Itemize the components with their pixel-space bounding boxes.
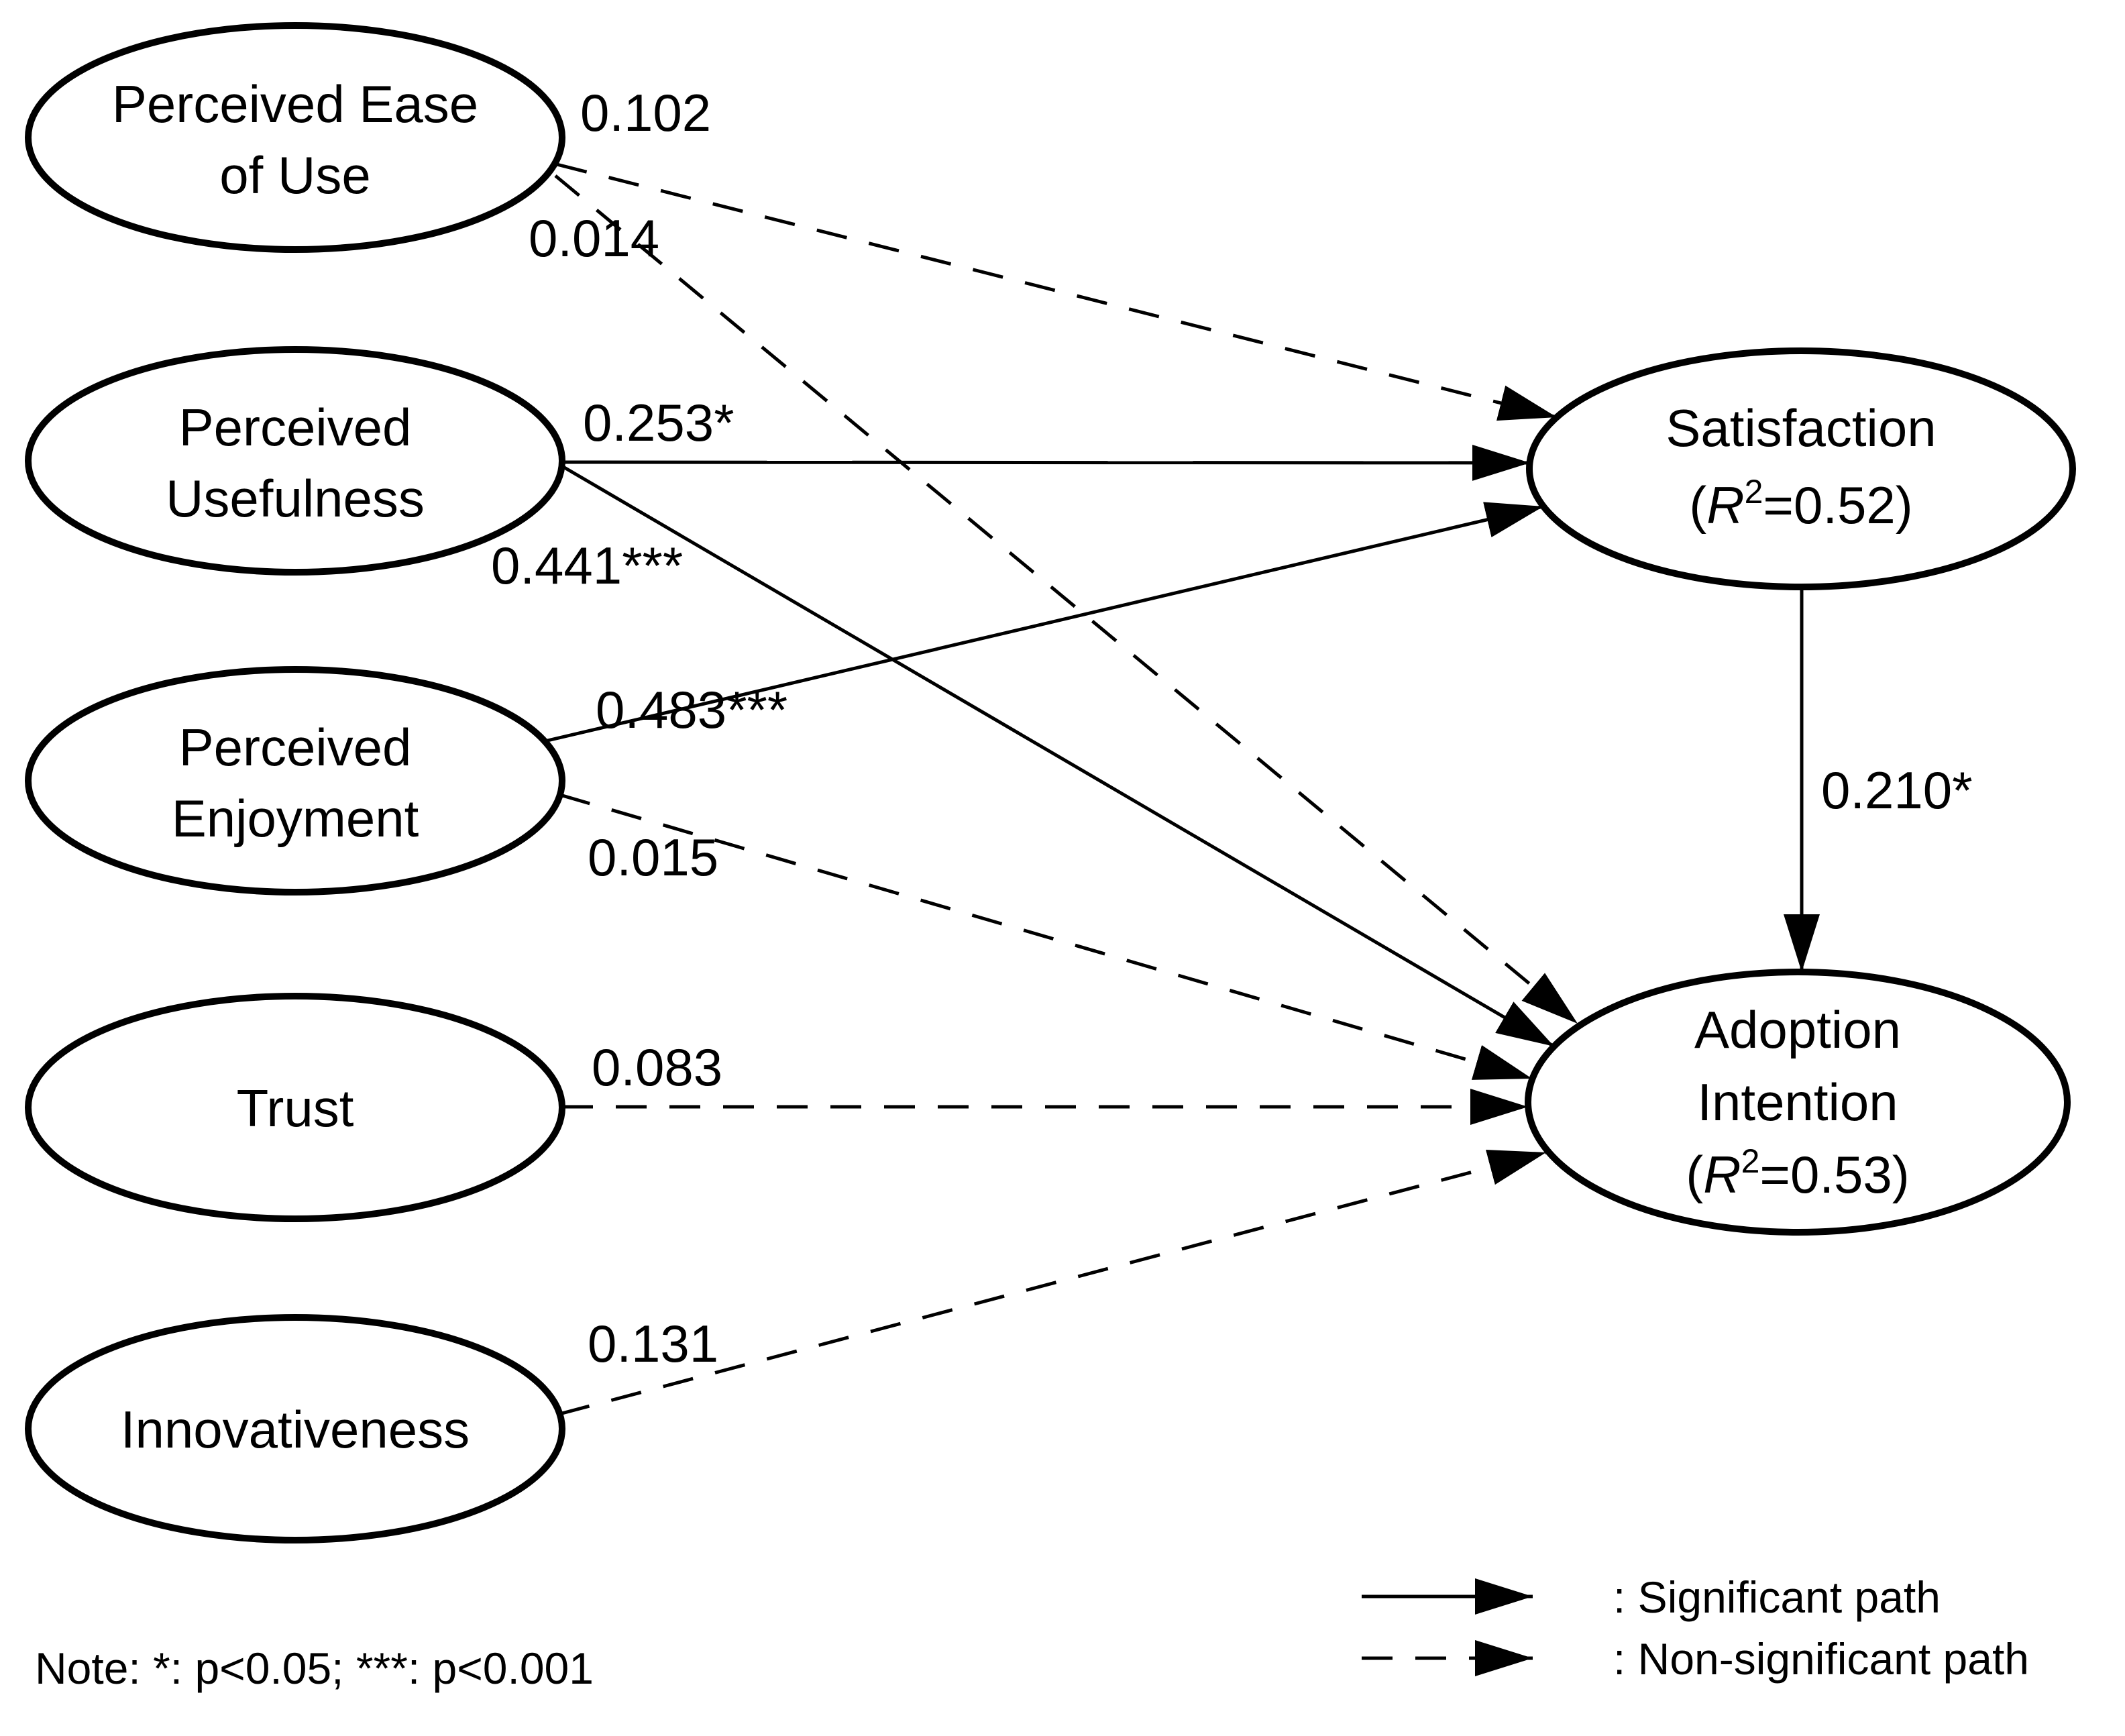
coef-peou-satisfaction: 0.102 — [580, 83, 711, 142]
node-perceived-ease-of-use: Perceived Ease of Use — [25, 22, 565, 253]
path-pu-to-satisfaction — [561, 444, 1531, 481]
adoption-intention-r2-label: (R2=0.53) — [1686, 1142, 1909, 1204]
perceived-ease-of-use-ellipse — [25, 22, 565, 253]
perceived-usefulness-ellipse — [25, 346, 565, 576]
adoption-intention-label-line1: Adoption — [1694, 1000, 1901, 1059]
node-satisfaction: Satisfaction (R2=0.52) — [1526, 347, 2076, 590]
path-peou-to-adoption-intention — [554, 174, 1579, 1025]
coef-satisfaction-adoption-intention: 0.210* — [1821, 761, 1973, 820]
coef-pe-satisfaction: 0.483*** — [596, 680, 787, 739]
perceived-usefulness-label-line1: Perceived — [179, 398, 412, 457]
significance-note: Note: *: p<0.05; ***: p<0.001 — [35, 1643, 594, 1693]
path-pu-to-adoption-intention — [561, 464, 1556, 1048]
perceived-ease-of-use-label-line2: of Use — [219, 146, 370, 205]
coef-innovativeness-adoption-intention: 0.131 — [588, 1314, 718, 1373]
legend-significant-label: : Significant path — [1613, 1572, 1941, 1622]
coef-trust-adoption-intention: 0.083 — [592, 1038, 722, 1097]
path-pe-to-satisfaction — [544, 502, 1544, 743]
path-pe-to-adoption-intention — [559, 793, 1533, 1081]
path-peou-to-satisfaction — [556, 162, 1558, 421]
path-innovativeness-to-adoption-intention — [559, 1149, 1547, 1416]
trust-ellipse — [25, 993, 565, 1222]
path-group — [544, 162, 1820, 1416]
innovativeness-ellipse — [25, 1314, 565, 1543]
node-innovativeness: Innovativeness — [25, 1314, 565, 1543]
node-trust: Trust — [25, 993, 565, 1222]
perceived-enjoyment-label-line2: Enjoyment — [172, 789, 419, 848]
coef-pe-adoption-intention: 0.015 — [588, 828, 718, 887]
coef-pu-adoption-intention: 0.441*** — [491, 536, 683, 595]
node-adoption-intention: Adoption Intention (R2=0.53) — [1525, 969, 2071, 1236]
satisfaction-ellipse — [1526, 347, 2076, 590]
satisfaction-r2-label: (R2=0.52) — [1689, 473, 1912, 535]
perceived-ease-of-use-label-line1: Perceived Ease — [112, 74, 478, 133]
coef-pu-satisfaction: 0.253* — [583, 393, 734, 452]
perceived-usefulness-label-line2: Usefulness — [166, 469, 425, 528]
adoption-intention-ellipse — [1525, 969, 2071, 1236]
legend-non-significant-label: : Non-significant path — [1613, 1634, 2029, 1684]
adoption-intention-label-line2: Intention — [1697, 1073, 1898, 1132]
satisfaction-label: Satisfaction — [1666, 398, 1936, 457]
perceived-enjoyment-ellipse — [25, 666, 565, 896]
perceived-enjoyment-label-line1: Perceived — [179, 718, 412, 777]
coefficient-labels: 0.102 0.014 0.253* 0.441*** 0.483*** 0.0… — [491, 83, 1973, 1373]
legend: : Significant path : Non-significant pat… — [1362, 1572, 2029, 1684]
innovativeness-label: Innovativeness — [121, 1400, 470, 1459]
coef-peou-adoption-intention: 0.014 — [529, 209, 659, 268]
node-perceived-usefulness: Perceived Usefulness — [25, 346, 565, 576]
trust-label: Trust — [237, 1079, 354, 1138]
node-perceived-enjoyment: Perceived Enjoyment — [25, 666, 565, 896]
